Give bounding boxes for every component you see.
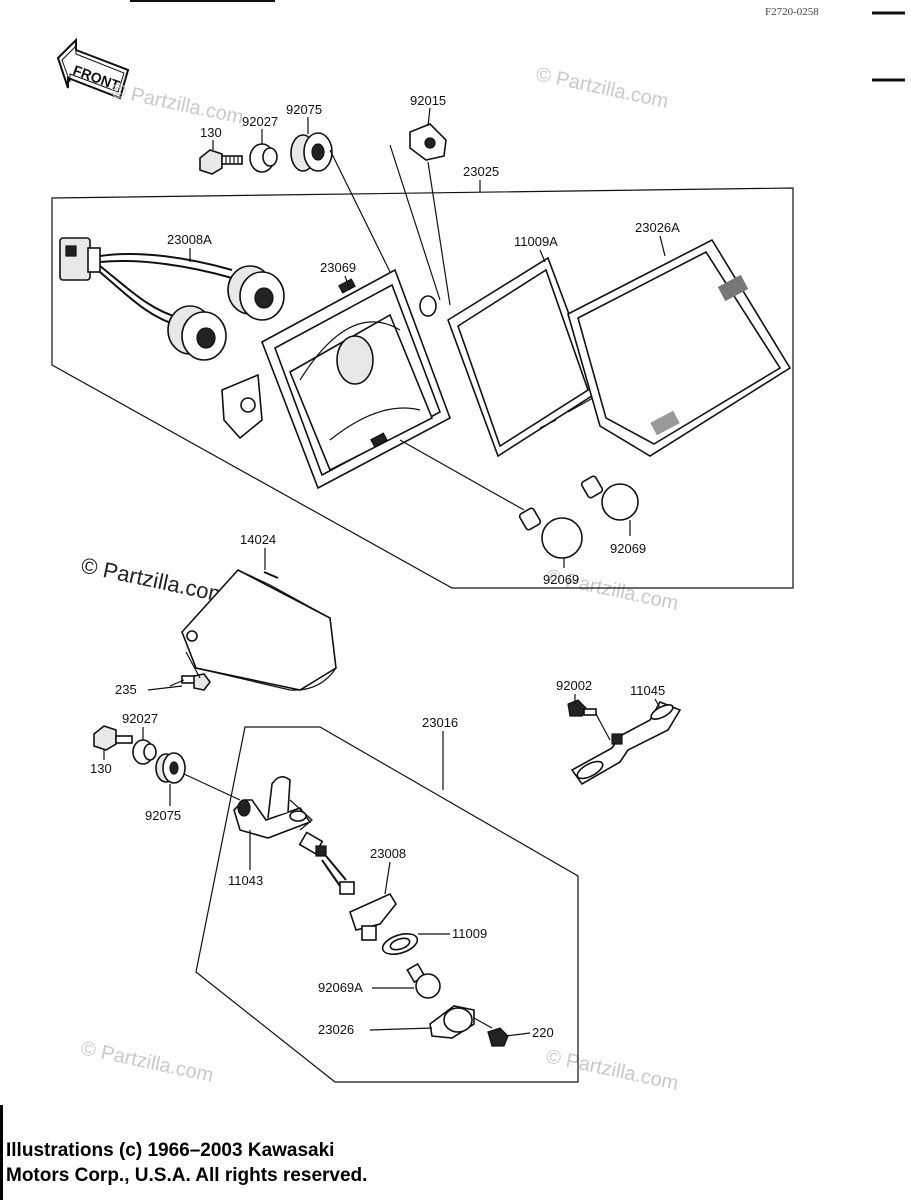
watermark: © Partzilla.com	[79, 552, 229, 607]
label-92069-right: 92069	[610, 541, 646, 556]
leader-line	[329, 149, 396, 283]
label-11009: 11009	[452, 926, 487, 941]
label-23026: 23026	[318, 1022, 354, 1037]
drawing-code: F2720-0258	[765, 6, 819, 18]
socket-23008	[298, 831, 397, 941]
collar-92027-bottom	[132, 739, 157, 765]
label-130-top: 130	[200, 125, 222, 140]
bulb-92069a	[406, 962, 441, 999]
bolt-130-bottom	[93, 725, 133, 751]
label-23026a: 23026A	[635, 220, 680, 235]
label-92002: 92002	[556, 678, 592, 693]
assembly-23016-boundary	[195, 726, 579, 1083]
label-23016: 23016	[422, 715, 458, 730]
leader-line	[427, 161, 451, 306]
lens-23026a	[567, 238, 792, 457]
front-arrow: FRONT	[56, 37, 130, 100]
wiring-harness-23008a	[59, 237, 285, 361]
bracket-11043	[233, 776, 313, 839]
watermark: © Partzilla.com	[544, 1045, 680, 1095]
leader-line	[185, 651, 201, 679]
bulb-92069-left	[399, 439, 583, 559]
lens-23026	[429, 1005, 475, 1039]
label-14024: 14024	[240, 532, 276, 547]
label-11009a: 11009A	[514, 234, 558, 249]
watermark: © Partzilla.com	[79, 1037, 215, 1087]
label-235: 235	[115, 682, 137, 697]
cover-14024	[181, 569, 337, 691]
gasket-11009	[381, 932, 419, 956]
screw-220	[487, 1027, 509, 1047]
label-92069a: 92069A	[318, 980, 363, 995]
label-92015: 92015	[410, 93, 446, 108]
leader-line	[595, 713, 611, 741]
housing-23069	[221, 268, 451, 490]
label-220: 220	[532, 1025, 554, 1040]
label-92027-bottom: 92027	[122, 711, 158, 726]
grommet-92075-top	[290, 132, 333, 172]
leader-line	[473, 1017, 493, 1029]
assembly-23025-boundary	[51, 187, 794, 589]
label-130-bottom: 130	[90, 761, 112, 776]
nut-92015	[409, 123, 447, 161]
watermark: © Partzilla.com	[534, 63, 670, 113]
bolt-92002	[567, 699, 597, 717]
label-11045: 11045	[630, 683, 665, 698]
gasket-11009a	[447, 256, 601, 458]
margin-bar	[0, 1105, 3, 1200]
bulb-92069-right	[580, 475, 639, 521]
label-23025: 23025	[463, 164, 499, 179]
copyright-notice: Illustrations (c) 1966–2003 Kawasaki Mot…	[6, 1138, 367, 1188]
copyright-line-2: Motors Corp., U.S.A. All rights reserved…	[6, 1165, 368, 1186]
leader-line	[389, 144, 441, 301]
grommet-92075-bottom	[155, 752, 186, 784]
label-11043: 11043	[228, 873, 263, 888]
label-92075-top: 92075	[286, 102, 322, 117]
label-92027-top: 92027	[242, 114, 278, 129]
collar-92027-top	[249, 143, 278, 173]
leader-line	[183, 773, 241, 801]
label-92075-bottom: 92075	[145, 808, 181, 823]
bolt-235	[169, 673, 211, 691]
label-23008: 23008	[370, 846, 406, 861]
bracket-11045	[570, 700, 682, 786]
copyright-line-1: Illustrations (c) 1966–2003 Kawasaki	[6, 1140, 335, 1161]
label-23008a: 23008A	[167, 232, 212, 247]
bolt-130-top	[199, 149, 243, 175]
label-23069: 23069	[320, 260, 356, 275]
watermark: © Partzilla.com	[109, 79, 245, 129]
label-92069-left: 92069	[543, 572, 579, 587]
